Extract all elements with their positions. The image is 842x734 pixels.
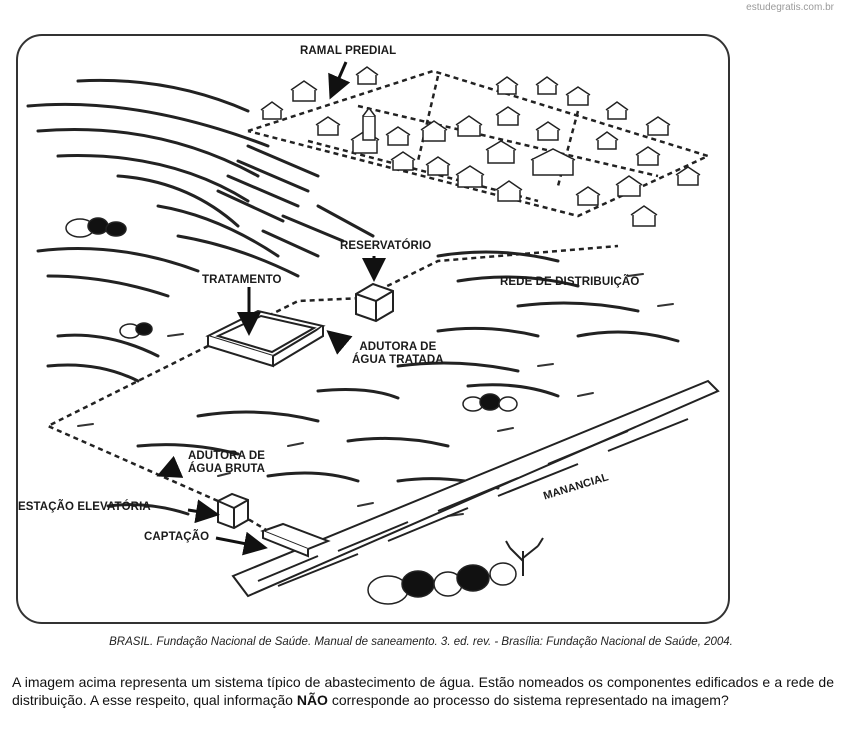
label-estacao-elevatoria: ESTAÇÃO ELEVATÓRIA	[18, 501, 151, 513]
label-adutora-agua-tratada: ADUTORA DE ÁGUA TRATADA	[352, 341, 444, 367]
label-captacao: CAPTAÇÃO	[144, 531, 210, 543]
label-tratamento: TRATAMENTO	[202, 274, 282, 286]
label-adutora-tratada-line1: ADUTORA DE	[359, 341, 437, 353]
question-part2: corresponde ao processo do sistema repre…	[327, 692, 729, 708]
question-emphasis: NÃO	[296, 692, 328, 708]
question-text: A imagem acima representa um sistema típ…	[12, 673, 834, 709]
figure-caption: BRASIL. Fundação Nacional de Saúde. Manu…	[109, 636, 733, 648]
label-adutora-agua-bruta: ADUTORA DE ÁGUA BRUTA	[188, 450, 265, 476]
pumping-station	[217, 492, 249, 530]
treatment-plant	[205, 309, 326, 368]
intake	[260, 522, 331, 558]
tree	[505, 537, 544, 576]
site-watermark: estudegratis.com.br	[746, 2, 834, 13]
terrain-strokes	[26, 78, 680, 516]
label-ramal-predial: RAMAL PREDIAL	[300, 45, 397, 57]
label-adutora-bruta-line1: ADUTORA DE	[188, 450, 266, 462]
river-manancial	[231, 379, 720, 598]
label-adutora-bruta-line2: ÁGUA BRUTA	[188, 463, 266, 475]
bushes	[65, 217, 518, 605]
water-supply-diagram: RAMAL PREDIAL RESERVATÓRIO TRATAMENTO RE…	[16, 34, 730, 624]
question-part1: A imagem acima representa um sistema típ…	[12, 674, 834, 708]
label-rede-distribuicao: REDE DE DISTRIBUIÇÃO	[500, 276, 640, 288]
houses	[260, 66, 701, 227]
reservoir	[355, 282, 394, 323]
label-arrows	[156, 61, 386, 556]
label-reservatorio: RESERVATÓRIO	[340, 240, 432, 252]
label-adutora-tratada-line2: ÁGUA TRATADA	[352, 354, 444, 366]
diagram-illustration	[26, 61, 720, 605]
